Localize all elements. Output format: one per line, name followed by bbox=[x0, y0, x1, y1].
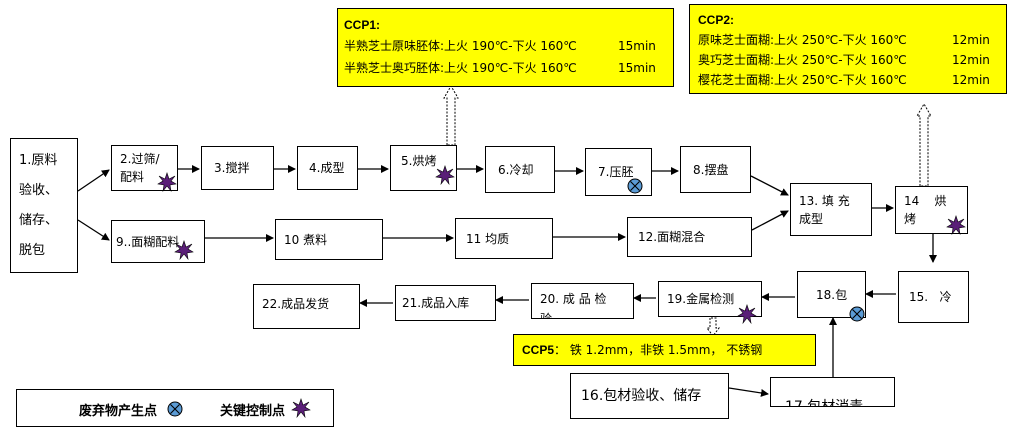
step-13-label: 13. 填 充 成型 bbox=[799, 193, 850, 226]
ccp1-line-1: 半熟芝士原味胚体:上火 190℃-下火 160℃ bbox=[344, 39, 577, 53]
step-2-label: 2.过筛/ 配料 bbox=[120, 152, 160, 184]
step-20-product-inspect: 20. 成 品 检 验 bbox=[531, 283, 634, 319]
step-10-label: 10 煮料 bbox=[284, 232, 328, 247]
ccp2-line-3: 樱花芝士面糊:上火 250℃-下火 160℃ bbox=[698, 73, 907, 87]
step-15-cool: 15. 冷 bbox=[898, 271, 969, 323]
step-3-mix: 3.搅拌 bbox=[201, 146, 274, 190]
step-9-batter-ingredients: 9..面糊配料 bbox=[111, 220, 205, 263]
step-8-label: 8.摆盘 bbox=[693, 162, 729, 177]
step-21-warehouse: 21.成品入库 bbox=[395, 285, 496, 321]
step-17-label: 17.包材消毒 bbox=[785, 399, 864, 407]
step-12-batter-mix: 12.面糊混合 bbox=[627, 217, 752, 257]
ccp2-line-2: 奥巧芝士面糊:上火 250℃-下火 160℃ bbox=[698, 53, 907, 67]
ccp2-connector bbox=[916, 103, 932, 187]
ccp5-connector bbox=[706, 317, 720, 337]
arrow-16-17 bbox=[728, 387, 769, 397]
step-7-label: 7.压胚 bbox=[598, 165, 634, 179]
step-1-label: 1.原料 验收、 储存、 脱包 bbox=[19, 152, 59, 258]
ccp2-line-1: 原味芝士面糊:上火 250℃-下火 160℃ bbox=[698, 33, 907, 47]
waste-point-icon bbox=[627, 178, 643, 194]
ccp1-line-2-time: 15min bbox=[618, 61, 656, 75]
ccp1-line-2: 半熟芝士奥巧胚体:上火 190℃-下火 160℃ bbox=[344, 61, 577, 75]
ccp-star-icon bbox=[737, 304, 757, 324]
ccp2-title: CCP2: bbox=[698, 13, 735, 27]
step-18-label: 18.包 bbox=[816, 287, 848, 302]
step-4-form: 4.成型 bbox=[297, 146, 358, 190]
arrow-8-13 bbox=[750, 175, 789, 196]
step-22-label: 22.成品发货 bbox=[262, 297, 330, 311]
step-13-fill-form: 13. 填 充 成型 bbox=[790, 183, 872, 236]
ccp1-connector bbox=[443, 85, 459, 146]
ccp2-box: CCP2: 原味芝士面糊:上火 250℃-下火 160℃ 12min 奥巧芝士面… bbox=[689, 4, 1007, 94]
ccp-star-icon bbox=[435, 165, 455, 185]
ccp5-box: CCP5： 铁 1.2mm，非铁 1.5mm， 不锈钢 bbox=[513, 334, 816, 366]
ccp2-line-3-time: 12min bbox=[952, 73, 990, 87]
step-11-label: 11 均质 bbox=[466, 231, 510, 246]
step-16-packaging-receiving: 16.包材验收、储存 bbox=[570, 373, 729, 419]
ccp1-box: CCP1: 半熟芝士原味胚体:上火 190℃-下火 160℃ 15min 半熟芝… bbox=[337, 8, 674, 87]
step-20-label: 20. 成 品 检 验 bbox=[540, 292, 607, 319]
step-10-cook: 10 煮料 bbox=[275, 219, 383, 260]
ccp-star-icon bbox=[946, 215, 966, 235]
step-8-tray: 8.摆盘 bbox=[680, 146, 751, 193]
legend-ccp-label: 关键控制点 bbox=[220, 404, 286, 419]
ccp1-title: CCP1: bbox=[344, 18, 381, 32]
ccp5-text: ： 铁 1.2mm，非铁 1.5mm， 不锈钢 bbox=[554, 343, 763, 357]
ccp1-line-1-time: 15min bbox=[618, 39, 656, 53]
step-9-label: 9..面糊配料 bbox=[116, 234, 180, 249]
ccp2-line-1-time: 12min bbox=[952, 33, 990, 47]
legend: 废弃物产生点 关键控制点 bbox=[16, 389, 334, 427]
step-3-label: 3.搅拌 bbox=[214, 161, 250, 175]
arrow-1-2 bbox=[77, 169, 110, 192]
legend-waste-icon bbox=[167, 401, 183, 417]
step-21-label: 21.成品入库 bbox=[402, 296, 470, 310]
arrow-12-13 bbox=[751, 210, 789, 231]
step-12-label: 12.面糊混合 bbox=[638, 230, 706, 244]
step-16-label: 16.包材验收、储存 bbox=[581, 388, 702, 404]
legend-waste-label: 废弃物产生点 bbox=[79, 404, 158, 419]
step-17-packaging-disinfect: 17.包材消毒 bbox=[770, 377, 895, 407]
step-1-raw-material: 1.原料 验收、 储存、 脱包 bbox=[10, 138, 78, 273]
step-4-label: 4.成型 bbox=[309, 161, 345, 175]
arrow-1-9 bbox=[77, 219, 110, 241]
step-11-homogenize: 11 均质 bbox=[455, 218, 553, 259]
step-22-ship: 22.成品发货 bbox=[253, 284, 360, 329]
step-19-label: 19.金属检测 bbox=[667, 292, 735, 306]
ccp-star-icon bbox=[174, 240, 194, 260]
step-6-label: 6.冷却 bbox=[498, 162, 534, 177]
waste-point-icon bbox=[849, 306, 865, 322]
step-14-label: 14 烘 烤 bbox=[904, 194, 947, 226]
step-15-label: 15. 冷 bbox=[909, 290, 952, 304]
step-18-pack: 18.包 bbox=[797, 271, 866, 318]
ccp-star-icon bbox=[157, 172, 177, 192]
legend-ccp-icon bbox=[291, 398, 311, 418]
step-5-label: 5.烘烤 bbox=[401, 154, 437, 168]
step-6-cool: 6.冷却 bbox=[485, 146, 555, 193]
ccp2-line-2-time: 12min bbox=[952, 53, 990, 67]
ccp5-label: CCP5 bbox=[522, 343, 555, 357]
